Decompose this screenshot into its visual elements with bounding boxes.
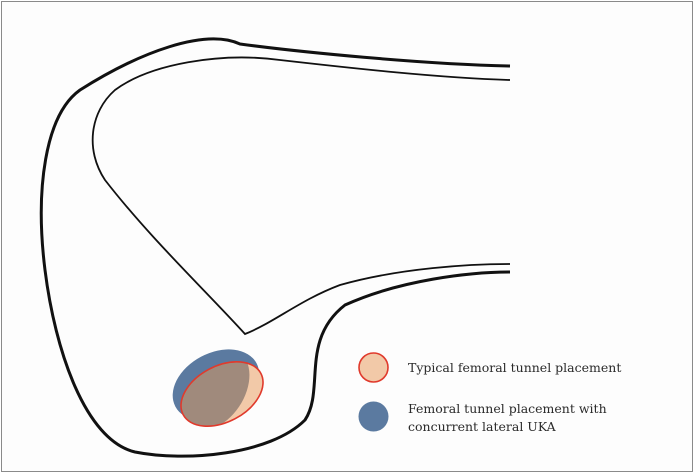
outer-femur-outline bbox=[41, 39, 510, 456]
legend-concurrent: Femoral tunnel placement with concurrent… bbox=[357, 400, 658, 436]
inner-notch-outline bbox=[93, 58, 510, 334]
peach-circle-icon bbox=[357, 351, 390, 384]
blue-circle-icon bbox=[357, 400, 390, 433]
legend-typical-label: Typical femoral tunnel placement bbox=[408, 351, 621, 377]
legend-concurrent-label: Femoral tunnel placement with concurrent… bbox=[408, 400, 658, 436]
legend-typical: Typical femoral tunnel placement bbox=[357, 351, 621, 384]
